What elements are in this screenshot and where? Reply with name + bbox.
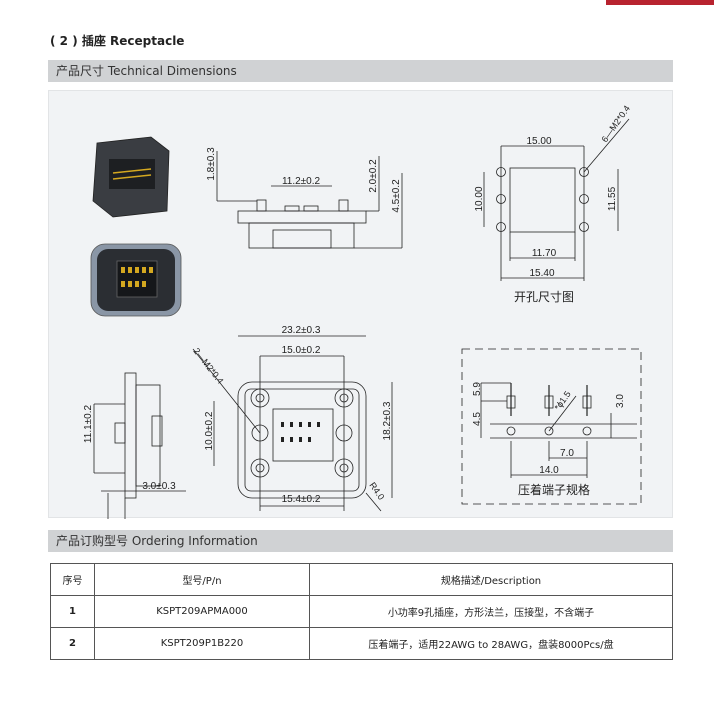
section-title: ( 2 ) 插座 Receptacle — [50, 34, 185, 48]
terminal-drawing: 5.9 4.5 3.0 *ϕ1.5 7.0 14.0 压着端子规格 — [461, 348, 642, 505]
row-index: 2 — [50, 627, 95, 660]
description: 小功率9孔插座，方形法兰，压接型，不含端子 — [309, 595, 673, 628]
dim-label: 15.4±0.2 — [282, 494, 321, 505]
brand-accent-bar — [606, 0, 714, 5]
side-view-drawing: 1.8±0.3 11.2±0.2 2.0±0.2 4.5±0.2 — [206, 147, 403, 249]
dim-label: 18.2±0.3 — [382, 401, 393, 440]
column-header: 规格描述/Description — [309, 563, 673, 596]
dim-label: 6—M2*0.4 — [599, 104, 632, 145]
table-header-row: 序号 型号/P/n 规格描述/Description — [50, 563, 673, 596]
dim-label: 11.1±0.2 — [83, 405, 94, 444]
dim-label: 4.5 — [472, 412, 483, 426]
table-row: 2 KSPT209P1B220 压着端子，适用22AWG to 28AWG，盘装… — [50, 627, 673, 660]
product-photo-angled — [92, 136, 170, 218]
dim-label: 11.55 — [607, 186, 618, 211]
drawing-caption: 压着端子规格 — [518, 482, 590, 497]
technical-drawing-panel: 1.8±0.3 11.2±0.2 2.0±0.2 4.5±0.2 15.00 — [48, 90, 673, 521]
row-index: 1 — [50, 595, 95, 628]
part-number: KSPT209APMA000 — [94, 595, 310, 628]
dim-label: *ϕ1.5 — [552, 389, 572, 412]
left-side-view-drawing: 11.1±0.2 3.0±0.3 — [83, 372, 186, 521]
dim-label: 10.0±0.2 — [204, 411, 215, 450]
dim-label: 4.5±0.2 — [391, 179, 402, 213]
technical-drawing: 1.8±0.3 11.2±0.2 2.0±0.2 4.5±0.2 15.00 — [83, 104, 642, 521]
dim-label: 7.0 — [560, 448, 574, 459]
dim-label: 2—M2*0.4 — [191, 346, 225, 386]
dim-label: 15.0±0.2 — [282, 345, 321, 356]
dim-label: 15.40 — [529, 268, 554, 279]
dim-label: 14.0 — [539, 465, 559, 476]
dim-label: 10.00 — [474, 186, 485, 211]
column-header: 序号 — [50, 563, 95, 596]
dim-label: 15.00 — [526, 136, 551, 147]
cutout-drawing: 15.00 6—M2*0.4 10.00 11.55 11.70 15.40 开… — [474, 104, 632, 304]
front-view-drawing: 23.2±0.3 15.0±0.2 2—M2*0.4 10.0±0.2 18.2… — [191, 325, 393, 512]
dim-label: 2.0±0.2 — [368, 159, 379, 193]
table-row: 1 KSPT209APMA000 小功率9孔插座，方形法兰，压接型，不含端子 — [50, 595, 673, 628]
ordering-table: 序号 型号/P/n 规格描述/Description 1 KSPT209APMA… — [50, 563, 673, 660]
dim-label: 3.0 — [615, 394, 626, 408]
part-number: KSPT209P1B220 — [94, 627, 310, 660]
dimensions-header: 产品尺寸 Technical Dimensions — [48, 60, 673, 82]
dim-label: 23.2±0.3 — [282, 325, 321, 336]
column-header: 型号/P/n — [94, 563, 310, 596]
dim-label: 5.9 — [472, 382, 483, 396]
dim-label: 3.0±0.3 — [142, 481, 176, 492]
description: 压着端子，适用22AWG to 28AWG，盘装8000Pcs/盘 — [309, 627, 673, 660]
dim-label: 11.2±0.2 — [282, 176, 321, 187]
dim-label: 1.8±0.3 — [206, 147, 217, 181]
product-photo-front — [90, 243, 182, 317]
dim-label: 11.70 — [532, 248, 557, 259]
drawing-caption: 开孔尺寸图 — [514, 290, 574, 304]
ordering-header: 产品订购型号 Ordering Information — [48, 530, 673, 552]
